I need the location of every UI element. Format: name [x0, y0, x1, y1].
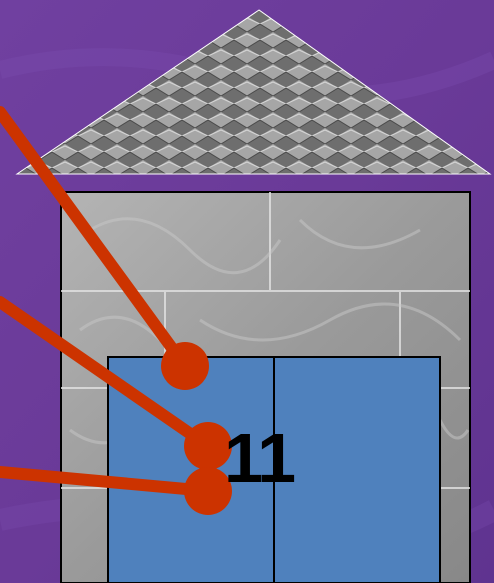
door-number-label: 11	[224, 418, 334, 498]
pointer-dot-top	[161, 342, 209, 390]
